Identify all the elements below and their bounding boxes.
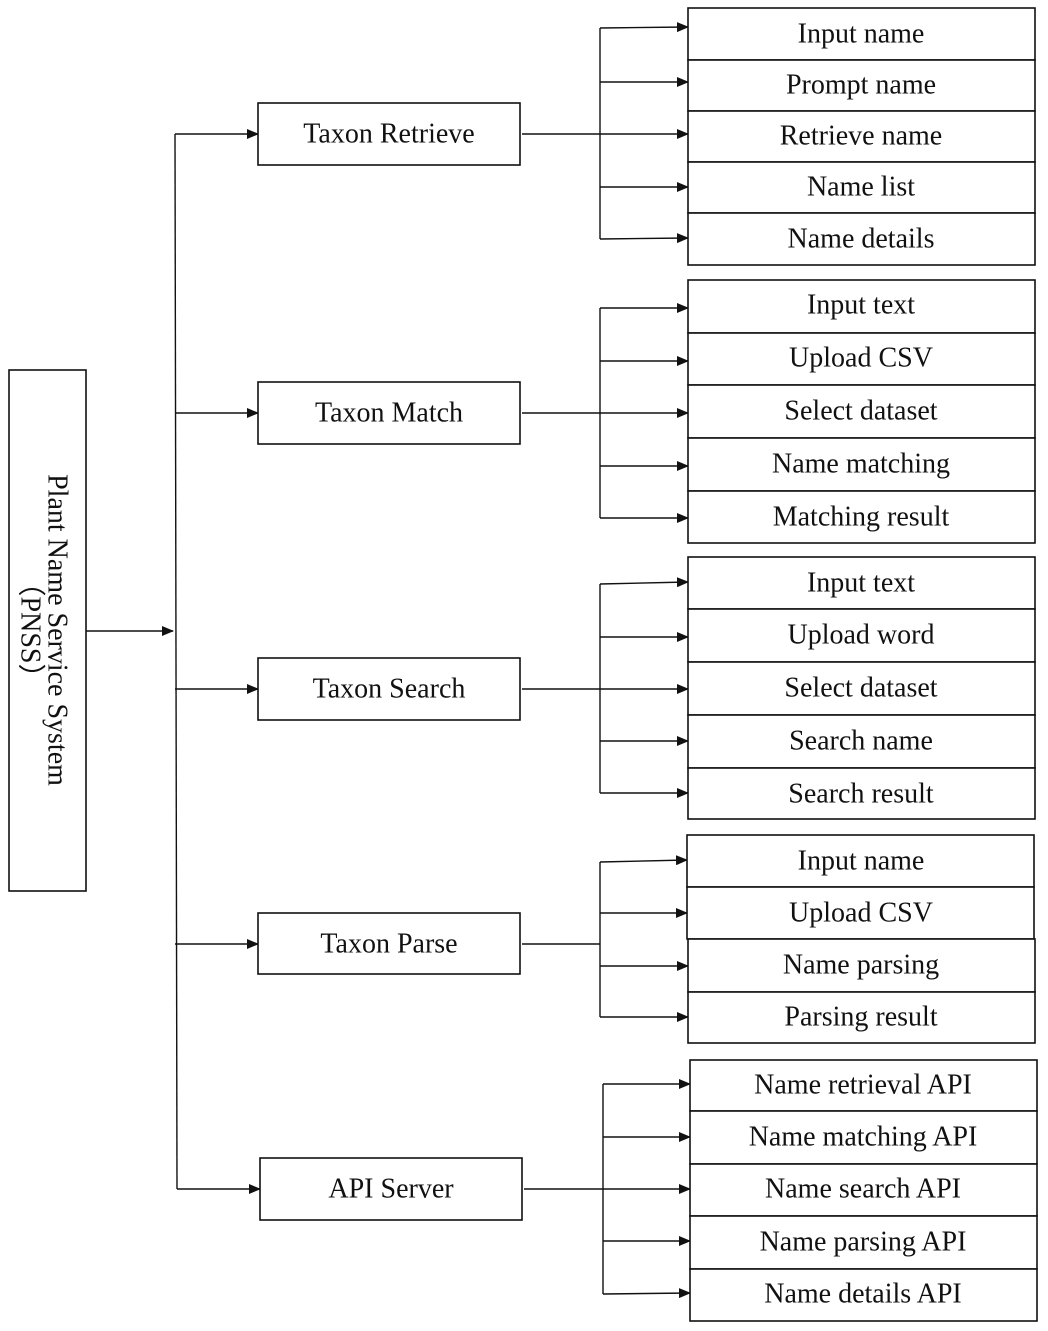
item-label: Search result bbox=[788, 779, 934, 810]
item-label: Select dataset bbox=[784, 396, 937, 427]
root-node: Plant Name Service System （PNSS） bbox=[8, 369, 87, 892]
module-box bbox=[257, 912, 521, 975]
item-label: Prompt name bbox=[786, 70, 936, 101]
item-box bbox=[689, 1059, 1038, 1112]
item-box bbox=[689, 1268, 1038, 1322]
item-label: Retrieve name bbox=[780, 121, 942, 152]
item-box bbox=[687, 161, 1036, 214]
item-box bbox=[687, 767, 1036, 820]
module-label: Taxon Match bbox=[315, 398, 463, 429]
module-taxon-retrieve: Taxon Retrieve Input name Prompt name Re… bbox=[175, 7, 1036, 266]
item-box bbox=[687, 661, 1036, 716]
item-label: Input text bbox=[807, 568, 915, 599]
item-box bbox=[687, 212, 1036, 266]
item-box bbox=[687, 59, 1036, 112]
item-label: Name matching API bbox=[749, 1122, 978, 1153]
item-label: Input name bbox=[798, 19, 925, 50]
item-label: Upload CSV bbox=[789, 898, 933, 929]
item-label: Name list bbox=[807, 172, 915, 203]
module-box bbox=[259, 1157, 523, 1221]
item-label: Name matching bbox=[772, 449, 950, 480]
module-taxon-match: Taxon Match Input text Upload CSV Select… bbox=[175, 279, 1036, 544]
item-box bbox=[686, 886, 1035, 940]
item-label: Select dataset bbox=[784, 673, 937, 704]
item-label: Name details bbox=[788, 224, 935, 255]
item-box bbox=[687, 991, 1036, 1044]
module-taxon-parse: Taxon Parse Input name Upload CSV Name p… bbox=[175, 834, 1036, 1044]
item-arrow bbox=[599, 855, 688, 866]
item-box bbox=[687, 437, 1036, 492]
item-box bbox=[689, 1215, 1038, 1270]
item-label: Matching result bbox=[773, 502, 950, 533]
module-api-server: API Server Name retrieval API Name match… bbox=[177, 1059, 1038, 1322]
item-box bbox=[687, 556, 1036, 610]
item-label: Input text bbox=[807, 290, 915, 321]
item-label: Parsing result bbox=[784, 1002, 937, 1033]
item-arrow bbox=[602, 1288, 691, 1299]
item-arrow bbox=[599, 577, 689, 588]
module-box bbox=[257, 657, 521, 721]
module-taxon-search: Taxon Search Input text Upload word Sele… bbox=[175, 556, 1036, 820]
item-label: Upload word bbox=[788, 620, 935, 651]
item-box bbox=[687, 110, 1036, 163]
item-box bbox=[687, 608, 1036, 663]
item-label: Name retrieval API bbox=[754, 1070, 972, 1101]
module-box bbox=[257, 102, 521, 166]
item-box bbox=[687, 332, 1036, 386]
item-box bbox=[687, 279, 1036, 334]
item-label: Name search API bbox=[765, 1174, 961, 1205]
item-box bbox=[687, 384, 1036, 439]
root-abbrev: （PNSS） bbox=[15, 569, 47, 692]
item-label: Input name bbox=[798, 846, 925, 877]
item-label: Name parsing API bbox=[760, 1227, 967, 1258]
item-label: Search name bbox=[789, 726, 933, 757]
item-box bbox=[689, 1110, 1038, 1165]
item-arrow bbox=[599, 22, 689, 33]
item-arrow bbox=[599, 233, 689, 244]
module-box bbox=[257, 381, 521, 445]
root-box bbox=[8, 369, 87, 892]
module-label: Taxon Parse bbox=[320, 929, 457, 960]
module-label: Taxon Retrieve bbox=[303, 119, 474, 150]
module-label: API Server bbox=[328, 1174, 454, 1205]
item-label: Name details API bbox=[764, 1279, 962, 1310]
item-label: Upload CSV bbox=[789, 343, 933, 374]
item-label: Name parsing bbox=[783, 950, 939, 981]
item-box bbox=[686, 834, 1035, 888]
root-label: Plant Name Service System bbox=[42, 474, 73, 786]
module-label: Taxon Search bbox=[313, 674, 466, 705]
trunk-line bbox=[174, 133, 178, 1190]
item-box bbox=[689, 1163, 1038, 1217]
item-box bbox=[687, 490, 1036, 544]
item-box bbox=[687, 938, 1036, 993]
